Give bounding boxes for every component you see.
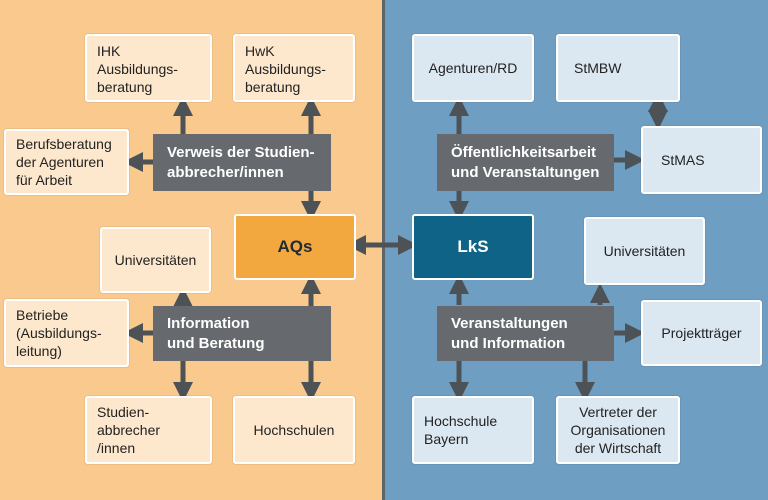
betriebe-label: Betriebe (Ausbildungs- leitung) — [16, 307, 102, 359]
hochschulen-label: Hochschulen — [253, 422, 335, 438]
projekttraeger-box: Projektträger — [641, 300, 762, 366]
universitaeten-right-label: Universitäten — [603, 243, 686, 259]
vertreter-box: Vertreter der Organisationen der Wirtsch… — [556, 396, 680, 464]
panel-divider — [382, 0, 385, 500]
berufsberatung-box: Berufsberatung der Agenturen für Arbeit — [4, 129, 129, 195]
verweis-label: Verweis der Studien- abbrecher/innen — [167, 143, 315, 181]
lks-hub: LkS — [412, 214, 534, 280]
hochschule-bayern-box: Hochschule Bayern — [412, 396, 534, 464]
universitaeten-left-box: Universitäten — [100, 227, 211, 293]
universitaeten-right-box: Universitäten — [584, 217, 705, 285]
information-label: Information und Beratung — [167, 314, 265, 352]
ihk-box: IHK Ausbildungs- beratung — [85, 34, 212, 102]
veranstaltungen-label: Veranstaltungen und Information — [451, 314, 568, 352]
oeffentlichkeit-hub: Öffentlichkeitsarbeit und Veranstaltunge… — [437, 134, 614, 191]
stmas-label: StMAS — [661, 152, 705, 168]
projekttraeger-label: Projektträger — [661, 325, 742, 341]
hwk-box: HwK Ausbildungs- beratung — [233, 34, 355, 102]
agenturen-label: Agenturen/RD — [428, 60, 518, 76]
veranstaltungen-hub: Veranstaltungen und Information — [437, 306, 614, 361]
information-hub: Information und Beratung — [153, 306, 331, 361]
agenturen-box: Agenturen/RD — [412, 34, 534, 102]
berufsberatung-label: Berufsberatung der Agenturen für Arbeit — [16, 136, 112, 188]
aqs-hub: AQs — [234, 214, 356, 280]
betriebe-box: Betriebe (Ausbildungs- leitung) — [4, 299, 129, 367]
studienabbrecher-label: Studien- abbrecher /innen — [97, 404, 161, 456]
lks-label: LkS — [457, 237, 489, 256]
studienabbrecher-box: Studien- abbrecher /innen — [85, 396, 212, 464]
hochschulen-box: Hochschulen — [233, 396, 355, 464]
verweis-hub: Verweis der Studien- abbrecher/innen — [153, 134, 331, 191]
aqs-label: AQs — [277, 237, 313, 256]
stmbw-label: StMBW — [574, 60, 622, 76]
hochschule-bayern-label: Hochschule Bayern — [424, 413, 498, 447]
universitaeten-left-label: Universitäten — [114, 252, 197, 268]
ihk-label: IHK Ausbildungs- beratung — [97, 43, 178, 95]
oeffentlichkeit-label: Öffentlichkeitsarbeit und Veranstaltunge… — [451, 143, 600, 181]
stmbw-box: StMBW — [556, 34, 680, 102]
hwk-label: HwK Ausbildungs- beratung — [245, 43, 326, 95]
vertreter-label: Vertreter der Organisationen der Wirtsch… — [570, 404, 666, 456]
stmas-box: StMAS — [641, 126, 762, 194]
